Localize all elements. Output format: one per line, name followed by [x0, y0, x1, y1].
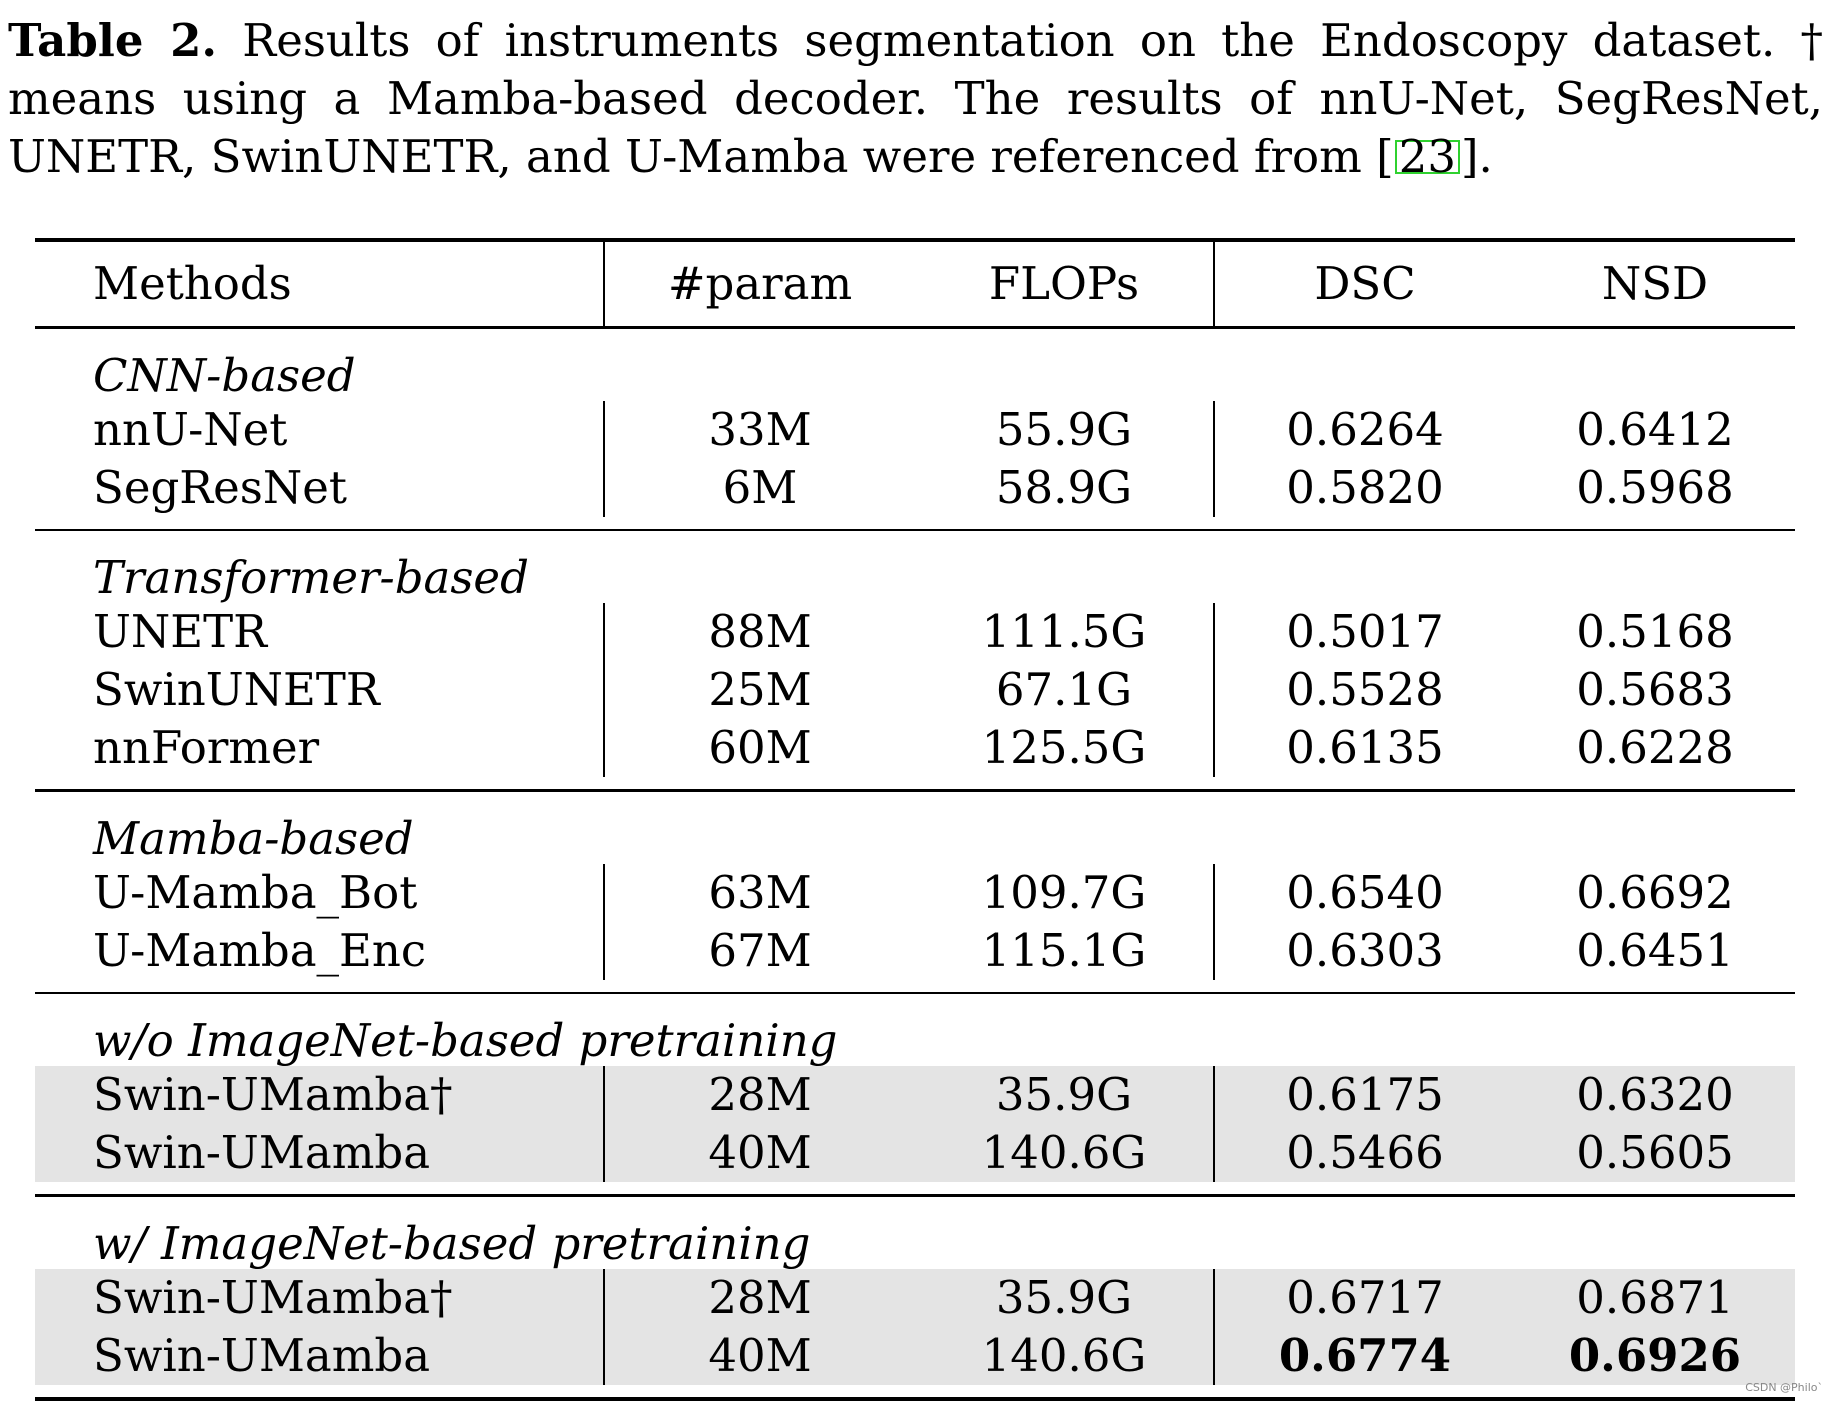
cell-param: 28M	[708, 1068, 812, 1121]
cell-dsc: 0.5466	[1286, 1126, 1444, 1179]
cell-param: 33M	[708, 402, 812, 456]
table-row: SwinUNETR 25M 67.1G 0.5528 0.5683	[35, 661, 1795, 719]
cell-method: U-Mamba_Enc	[35, 921, 605, 980]
cell-method: Swin-UMamba	[35, 1124, 605, 1182]
cell-method: nnFormer	[35, 719, 605, 777]
cell-nsd: 0.6926	[1568, 1328, 1742, 1382]
cell-nsd: 0.6451	[1576, 923, 1734, 977]
header-nsd: NSD	[1601, 257, 1709, 310]
section-rule	[35, 1194, 1795, 1197]
section-rule	[35, 528, 1795, 531]
group-title: Mamba-based	[93, 811, 414, 865]
caption-text-end: ].	[1460, 130, 1493, 183]
cell-method: Swin-UMamba†	[35, 1066, 605, 1124]
header-flops: FLOPs	[915, 242, 1215, 326]
cell-param: 88M	[708, 605, 812, 658]
cell-flops: 111.5G	[915, 603, 1215, 661]
cell-param: 67M	[708, 923, 812, 977]
table-row: UNETR 88M 111.5G 0.5017 0.5168	[35, 603, 1795, 661]
cell-dsc: 0.6175	[1286, 1068, 1444, 1121]
header-row: Methods #param FLOPs DSC NSD	[35, 242, 1795, 326]
watermark-note: CSDN @Philo`	[1745, 1381, 1823, 1394]
cell-nsd: 0.5683	[1576, 663, 1734, 716]
cell-method: SegResNet	[35, 458, 605, 517]
section-rule	[35, 789, 1795, 792]
cell-method: nnU-Net	[35, 400, 605, 459]
cell-method: U-Mamba_Bot	[35, 863, 605, 922]
cell-param: 6M	[722, 460, 798, 514]
cell-dsc: 0.6135	[1286, 721, 1444, 774]
cell-dsc: 0.5528	[1286, 663, 1444, 716]
table-row: SegResNet 6M 58.9G 0.5820 0.5968	[35, 458, 1795, 517]
cell-method: UNETR	[35, 603, 605, 661]
cell-dsc: 0.6303	[1286, 923, 1444, 977]
cell-param: 28M	[708, 1270, 812, 1324]
table-row: Swin-UMamba† 28M 35.9G 0.6717 0.6871	[35, 1268, 1795, 1327]
cell-flops: 67.1G	[915, 661, 1215, 719]
group-title: w/o ImageNet-based pretraining	[93, 1014, 838, 1067]
cell-flops: 55.9G	[915, 400, 1215, 459]
cell-method: Swin-UMamba†	[35, 1268, 605, 1327]
header-methods: Methods	[35, 242, 605, 326]
cell-method: SwinUNETR	[35, 661, 605, 719]
cell-dsc: 0.6264	[1286, 402, 1444, 456]
caption-text: Results of instruments segmentation on t…	[8, 14, 1824, 183]
cell-nsd: 0.6871	[1576, 1270, 1734, 1324]
cell-flops: 115.1G	[915, 921, 1215, 980]
table-caption: Table 2. Results of instruments segmenta…	[8, 12, 1823, 186]
table-row: Swin-UMamba 40M 140.6G 0.5466 0.5605	[35, 1124, 1795, 1182]
table-row: nnU-Net 33M 55.9G 0.6264 0.6412	[35, 400, 1795, 459]
cell-nsd: 0.5968	[1576, 460, 1734, 514]
bottom-rule	[35, 1396, 1795, 1401]
cell-flops: 109.7G	[915, 863, 1215, 922]
cell-param: 40M	[708, 1126, 812, 1179]
cell-dsc: 0.5820	[1286, 460, 1444, 514]
cell-param: 60M	[708, 721, 812, 774]
caption-label: Table 2.	[8, 14, 218, 67]
cell-nsd: 0.5605	[1576, 1126, 1734, 1179]
cell-nsd: 0.6320	[1576, 1068, 1734, 1121]
citation-link[interactable]: 23	[1394, 134, 1460, 179]
group-title: CNN-based	[93, 348, 356, 402]
cell-dsc: 0.6540	[1286, 865, 1444, 919]
cell-method: Swin-UMamba	[35, 1326, 605, 1385]
header-dsc: DSC	[1314, 257, 1416, 310]
header-param: #param	[667, 257, 853, 310]
group-title: w/ ImageNet-based pretraining	[93, 1216, 811, 1270]
table-row: U-Mamba_Enc 67M 115.1G 0.6303 0.6451	[35, 921, 1795, 980]
cell-nsd: 0.5168	[1576, 605, 1734, 658]
section-rule	[35, 326, 1795, 329]
cell-dsc: 0.5017	[1286, 605, 1444, 658]
cell-nsd: 0.6228	[1576, 721, 1734, 774]
cell-flops: 140.6G	[915, 1124, 1215, 1182]
cell-flops: 125.5G	[915, 719, 1215, 777]
section-rule	[35, 991, 1795, 994]
table-row: nnFormer 60M 125.5G 0.6135 0.6228	[35, 719, 1795, 777]
cell-nsd: 0.6692	[1576, 865, 1734, 919]
cell-nsd: 0.6412	[1576, 402, 1734, 456]
cell-dsc: 0.6774	[1278, 1328, 1452, 1382]
cell-param: 40M	[708, 1328, 812, 1382]
table-row: Swin-UMamba 40M 140.6G 0.6774 0.6926	[35, 1326, 1795, 1385]
cell-param: 63M	[708, 865, 812, 919]
cell-flops: 58.9G	[915, 458, 1215, 517]
table-row: U-Mamba_Bot 63M 109.7G 0.6540 0.6692	[35, 863, 1795, 922]
cell-flops: 35.9G	[915, 1268, 1215, 1327]
table-row: Swin-UMamba† 28M 35.9G 0.6175 0.6320	[35, 1066, 1795, 1124]
cell-flops: 35.9G	[915, 1066, 1215, 1124]
cell-flops: 140.6G	[915, 1326, 1215, 1385]
group-title: Transformer-based	[93, 551, 529, 604]
cell-param: 25M	[708, 663, 812, 716]
cell-dsc: 0.6717	[1286, 1270, 1444, 1324]
top-rule	[35, 238, 1795, 242]
